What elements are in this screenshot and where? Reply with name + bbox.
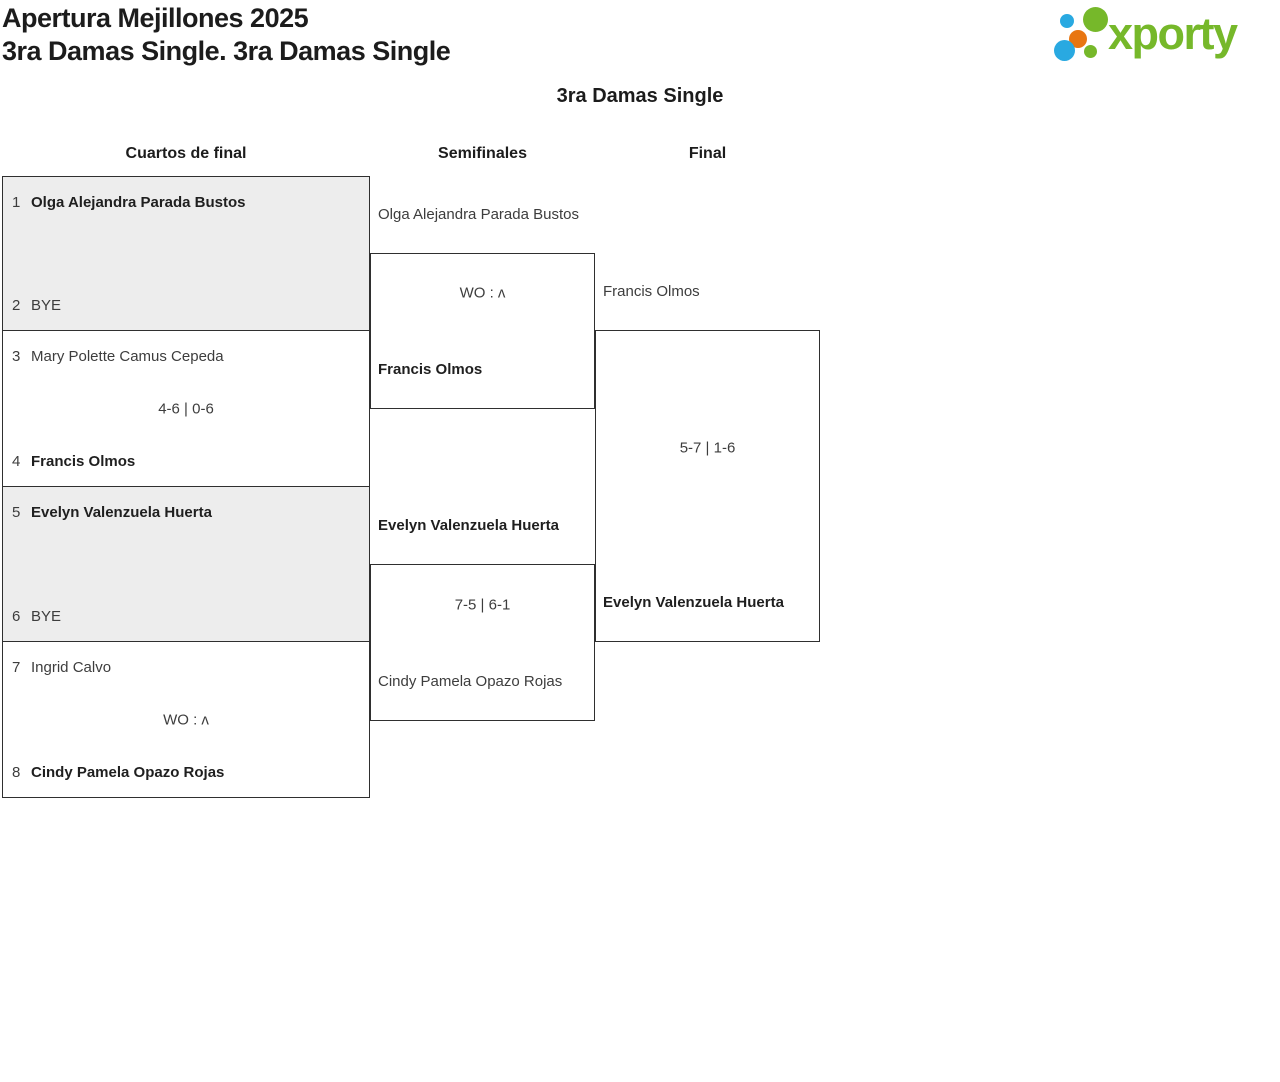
player-row: 4 Francis Olmos	[12, 453, 363, 470]
match-semifinal-1: Olga Alejandra Parada Bustos WO : ʌ Fran…	[370, 206, 595, 409]
match-quarterfinal-4: 7 Ingrid Calvo WO : ʌ 8 Cindy Pamela Opa…	[2, 641, 370, 798]
player-name: Ingrid Calvo	[31, 659, 112, 676]
round-header-final: Final	[688, 145, 727, 162]
logo-wordmark: xporty	[1108, 8, 1238, 59]
logo-dot-blue-big-icon	[1054, 40, 1075, 61]
seed-number: 3	[12, 348, 21, 365]
match-score: 4-6 | 0-6	[158, 400, 214, 417]
match-score: WO : ʌ	[163, 711, 209, 728]
xporty-logo[interactable]: xporty	[1050, 0, 1280, 72]
match-quarterfinal-2: 3 Mary Polette Camus Cepeda 4-6 | 0-6 4 …	[2, 330, 370, 487]
player-row: 3 Mary Polette Camus Cepeda	[12, 348, 363, 365]
match-final: Francis Olmos 5-7 | 1-6 Evelyn Valenzuel…	[595, 283, 820, 642]
seed-number: 6	[12, 608, 21, 625]
round-header-semifinales: Semifinales	[438, 145, 527, 162]
logo-dot-orange-icon	[1069, 30, 1087, 48]
seed-number: 5	[12, 504, 21, 521]
player-name: Olga Alejandra Parada Bustos	[378, 206, 579, 223]
logo-dot-green-small-icon	[1084, 45, 1097, 58]
logo-dot-blue-small-icon	[1060, 14, 1074, 28]
logo-dot-green-big-icon	[1083, 7, 1108, 32]
title-block: Apertura Mejillones 2025 3ra Damas Singl…	[2, 2, 451, 68]
match-score: 5-7 | 1-6	[679, 439, 736, 457]
player-name: Mary Polette Camus Cepeda	[31, 348, 224, 365]
player-name: Evelyn Valenzuela Huerta	[31, 504, 212, 521]
category-title: 3ra Damas Single. 3ra Damas Single	[2, 36, 451, 66]
player-name: Evelyn Valenzuela Huerta	[603, 594, 784, 611]
player-name: Cindy Pamela Opazo Rojas	[31, 764, 225, 781]
player-row: 2 BYE	[12, 297, 363, 314]
player-name: Francis Olmos	[603, 283, 700, 300]
player-name: BYE	[31, 297, 62, 314]
player-name: BYE	[31, 608, 62, 625]
player-row: 1 Olga Alejandra Parada Bustos	[12, 194, 363, 211]
match-quarterfinal-3: 5 Evelyn Valenzuela Huerta 6 BYE	[2, 486, 370, 642]
player-name: Cindy Pamela Opazo Rojas	[378, 673, 563, 690]
seed-number: 2	[12, 297, 21, 314]
player-name: Francis Olmos	[378, 361, 483, 378]
player-name: Evelyn Valenzuela Huerta	[378, 517, 559, 534]
seed-number: 4	[12, 453, 21, 470]
seed-number: 7	[12, 659, 21, 676]
player-name: Francis Olmos	[31, 453, 136, 470]
bracket-title: 3ra Damas Single	[556, 85, 724, 107]
seed-number: 8	[12, 764, 21, 781]
player-row: 5 Evelyn Valenzuela Huerta	[12, 504, 363, 521]
seed-number: 1	[12, 194, 21, 211]
match-semifinal-2: Evelyn Valenzuela Huerta 7-5 | 6-1 Cindy…	[370, 517, 595, 721]
player-name: Olga Alejandra Parada Bustos	[31, 194, 246, 211]
match-score: 7-5 | 6-1	[454, 596, 511, 613]
match-score: WO : ʌ	[459, 284, 506, 302]
match-quarterfinal-1: 1 Olga Alejandra Parada Bustos 2 BYE	[2, 176, 370, 331]
player-row: 6 BYE	[12, 608, 363, 625]
player-row: 7 Ingrid Calvo	[12, 659, 363, 676]
round-header-cuartos: Cuartos de final	[125, 145, 247, 162]
player-row: 8 Cindy Pamela Opazo Rojas	[12, 764, 363, 781]
tournament-title: Apertura Mejillones 2025	[2, 3, 309, 33]
